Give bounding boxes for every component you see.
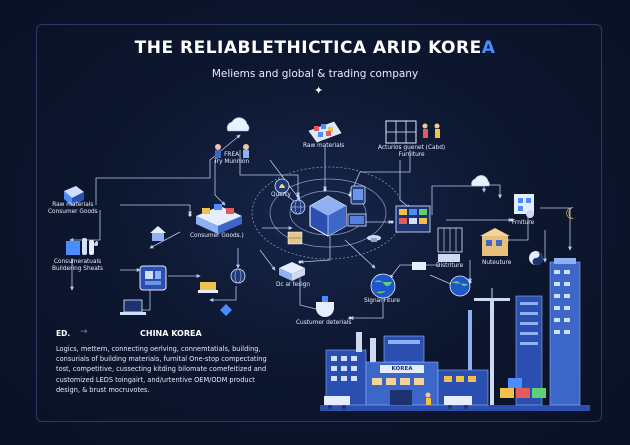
node-label-nuteuture: Nuteuture	[482, 260, 512, 266]
furniture-cabinet-icon	[385, 120, 440, 144]
building-sheets-icon	[66, 238, 94, 255]
signal-globe-icon	[370, 273, 396, 299]
corner-arrow-icon: →	[80, 327, 88, 337]
distributor-device-icon	[438, 254, 460, 262]
node-label-quarry: Quarry	[271, 192, 291, 198]
page-subtitle: Meliems and global & trading company	[211, 68, 419, 80]
yin-yang-icon	[529, 251, 543, 265]
consumer-box-icon	[64, 186, 84, 206]
page-title-main: THE RELIABLETHICTICA ARID KORE	[134, 38, 482, 58]
description-line: design, & brust mocruvotes.	[56, 385, 150, 394]
description-line: Logics, mettern, connecting oerlving, co…	[56, 345, 261, 353]
node-label-frea: FREA Try Munnion	[214, 152, 249, 166]
node-label-signal-fiture: Signal Fiture	[364, 298, 400, 304]
warehouse-icon	[150, 226, 166, 241]
orbit-tablet-icon	[350, 185, 366, 205]
cloud-icon	[226, 117, 250, 132]
customer-cup-icon	[316, 296, 334, 317]
factory-sign: KOREA	[391, 365, 413, 372]
connection-lines	[69, 134, 572, 320]
node-label-frniture: Frniture	[512, 220, 535, 226]
description-line: tost, competitive, cussecting kitding bi…	[56, 365, 267, 374]
corner-label: ED.	[56, 329, 71, 338]
frniture-building-icon	[514, 194, 534, 218]
sparkle-icon: ✦	[314, 84, 324, 97]
vessel-icon	[198, 282, 218, 293]
recycle-icon	[220, 304, 232, 316]
node-label-raw-consumer: Raw materials Consumer Goods	[48, 202, 98, 215]
laptop-icon	[120, 299, 146, 315]
nuteuture-shop-icon	[480, 228, 510, 256]
orbit-screen-icon	[347, 213, 367, 227]
china-korea-label: CHINA KOREA	[140, 329, 202, 338]
consumer-goods-stack-icon	[196, 204, 242, 234]
central-hub-cube-icon	[309, 195, 347, 237]
company-description: Logics, mettern, connecting oerlving, co…	[56, 344, 286, 395]
raw-materials-blocks-icon	[308, 121, 342, 143]
orbit-box-icon	[287, 231, 303, 245]
thinker-person-icon	[215, 144, 249, 158]
node-label-consumer-goods: Consumer Goods.)	[190, 233, 244, 239]
node-label-acturios: Acturios guenet (Cabd) Furniture	[378, 145, 446, 158]
control-panel-icon	[139, 265, 167, 291]
world-globe-icon	[449, 275, 471, 297]
orbit-dish-icon	[367, 235, 381, 242]
orbit-globe-icon	[290, 199, 306, 215]
drop-icon	[94, 241, 98, 246]
description-line: consurials of building materials, furnit…	[56, 355, 267, 364]
design-package-icon	[279, 262, 305, 281]
node-label-custumer-deterials: Custumer deterials	[296, 320, 352, 326]
quarry-bulb-icon	[274, 178, 290, 194]
shelf-grid-icon	[395, 205, 431, 233]
page-title-accent: A	[481, 38, 496, 58]
node-label-consumeratuals: Consumeratuals Buildering Sheats	[52, 259, 104, 272]
small-globe-icon	[230, 268, 246, 284]
junction-dots	[188, 188, 514, 320]
industrial-skyline	[320, 258, 590, 411]
distriture-truck-icon	[412, 262, 426, 270]
description-line: customized LEDS toingairt, and/urtentive…	[56, 375, 255, 384]
node-label-dcal-fesign: Dc al fesign	[276, 282, 311, 288]
frea-label: FREA Try Munnion	[214, 152, 250, 165]
page-title: THE RELIABLETHICTICA ARID KOREA	[0, 38, 630, 58]
moon-icon: ☾	[565, 204, 580, 223]
outer-frame	[36, 24, 602, 422]
node-label-distriture: Distriture	[436, 263, 464, 269]
node-label-raw-materials: Raw materials	[303, 143, 345, 149]
bookshelf-icon	[437, 227, 463, 253]
cloud-right-icon	[471, 175, 490, 187]
